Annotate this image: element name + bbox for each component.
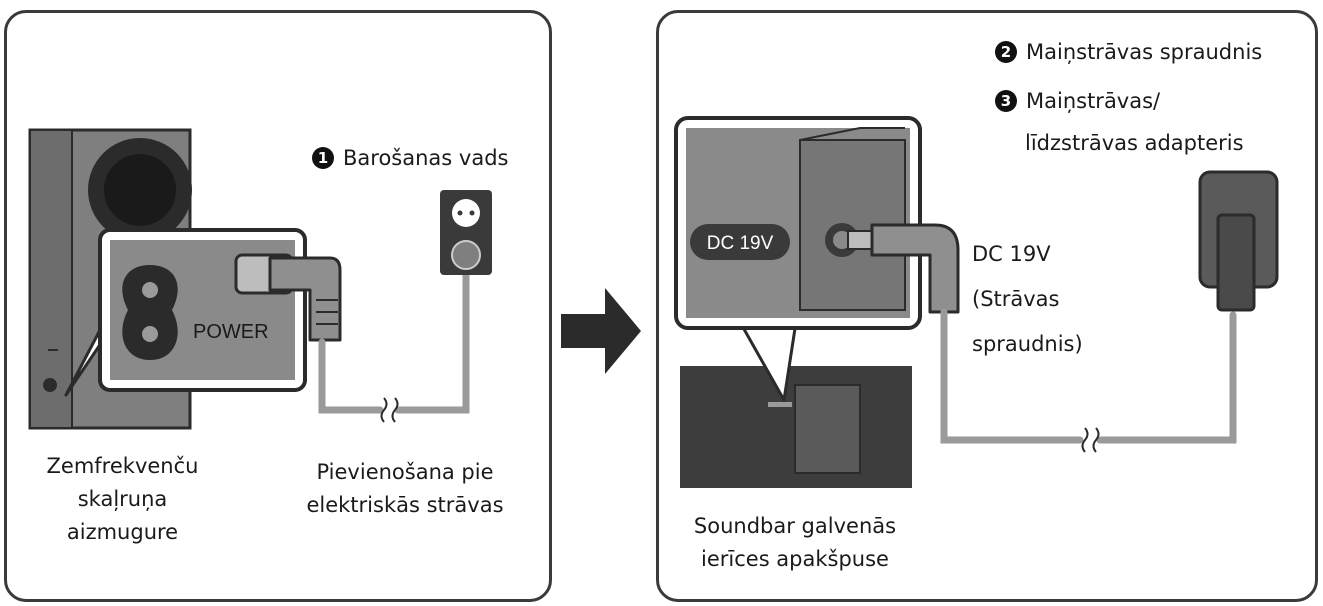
number-3-icon: 3 [995, 90, 1017, 112]
caption-line: Pievienošana pie [316, 460, 494, 484]
callout-power-cord-text: Barošanas vads [343, 146, 509, 170]
callout-ac-plug: 2 Maiņstrāvas spraudnis [995, 36, 1262, 69]
soundbar-bottom [680, 366, 912, 488]
callout-adapter-text-line2: līdzstrāvas adapteris [1025, 131, 1244, 155]
callout-adapter-text: Maiņstrāvas/ [1026, 89, 1161, 113]
caption-line: aizmugure [66, 520, 179, 544]
ac-dc-adapter [1198, 170, 1279, 312]
dc-label-line: spraudnis) [972, 332, 1083, 356]
power-socket-zoom: POWER [64, 228, 342, 397]
caption-power-connection: Pievienošana pie elektriskās strāvas [280, 456, 530, 522]
dc-badge-label: DC 19V [707, 233, 774, 254]
dc-label-line: DC 19V [972, 242, 1051, 266]
power-cable [318, 261, 470, 414]
callout-adapter: 3 Maiņstrāvas/ [995, 85, 1160, 118]
dc-badge [690, 224, 790, 260]
caption-line: Zemfrekvenču [46, 454, 199, 478]
figure-eight-socket [122, 265, 178, 360]
caption-line: elektriskās strāvas [306, 493, 504, 517]
caption-line: skaļruņa [77, 487, 168, 511]
power-plug [234, 253, 342, 342]
caption-line: ierīces apakšpuse [701, 547, 889, 571]
caption-line: Soundbar galvenās [693, 514, 897, 538]
callout-ac-plug-text: Maiņstrāvas spraudnis [1026, 40, 1263, 64]
wall-outlet [440, 190, 492, 275]
number-2-icon: 2 [995, 41, 1017, 63]
callout-power-cord: 1 Barošanas vads [312, 142, 508, 175]
dc-cable [940, 308, 1237, 444]
caption-subwoofer-rear: Zemfrekvenču skaļruņa aizmugure [30, 450, 215, 549]
dc-label-line: (Strāvas [972, 287, 1060, 311]
number-1-icon: 1 [312, 147, 334, 169]
dc-plug [847, 223, 960, 314]
dc-plug-label: DC 19V (Strāvas spraudnis) [972, 238, 1083, 361]
power-label: POWER [193, 321, 269, 343]
arrow-right-icon [561, 288, 641, 374]
caption-soundbar-bottom: Soundbar galvenās ierīces apakšpuse [670, 510, 920, 576]
dc-port-zoom: DC 19V [674, 116, 960, 402]
